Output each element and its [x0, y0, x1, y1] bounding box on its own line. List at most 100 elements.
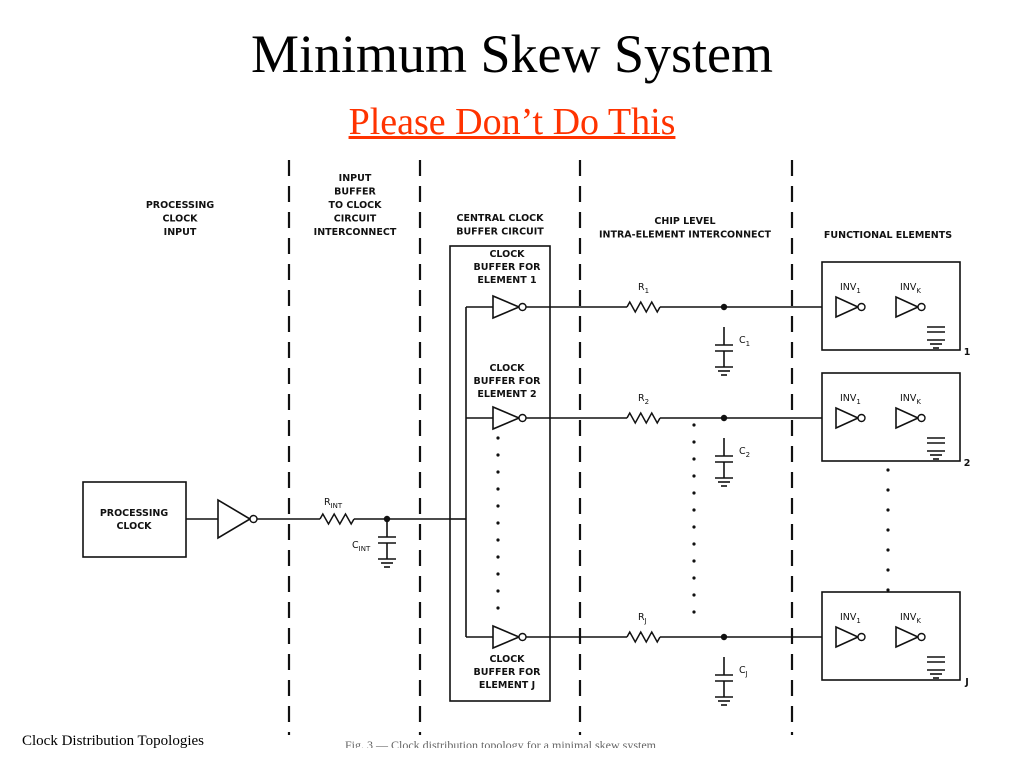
continuation-dot: [496, 521, 500, 525]
clock-buffer-label: ELEMENT 1: [477, 275, 536, 286]
continuation-dot: [496, 572, 500, 576]
element-number: 2: [964, 458, 971, 469]
component-labels: PROCESSING CLOCK RINT CINT CLOCK BUFFER FOR EL…: [100, 249, 970, 691]
section-heading: BUFFER: [334, 187, 376, 198]
continuation-dot: [886, 568, 890, 572]
branch-capacitor-label: C2: [739, 446, 750, 459]
continuation-dot: [692, 491, 696, 495]
inv-k: [895, 295, 920, 319]
section-heading: FUNCTIONAL ELEMENTS: [824, 230, 952, 241]
section-heading: CENTRAL CLOCK: [456, 213, 544, 224]
continuation-dot: [886, 468, 890, 472]
continuation-dot: [886, 528, 890, 532]
branch-capacitor-label: C1: [739, 335, 750, 348]
inverter-bubble: [249, 514, 258, 524]
continuation-dot: [692, 610, 696, 614]
inv-k-label: INVK: [900, 393, 921, 406]
clock-buffer-label: ELEMENT 2: [477, 389, 536, 400]
inverter-bubble: [518, 413, 527, 423]
clock-buffer-label: BUFFER FOR: [474, 667, 542, 678]
clock-buffer: [492, 624, 522, 650]
clock-buffer-label: BUFFER FOR: [474, 376, 542, 387]
section-heading: BUFFER CIRCUIT: [456, 227, 544, 238]
clock-buffer: [492, 405, 522, 431]
inv-k-label: INVK: [900, 612, 921, 625]
inv-1-label: INV1: [840, 393, 861, 406]
processing-clock-label: CLOCK: [116, 521, 152, 532]
inverter-bubble: [917, 413, 926, 423]
continuation-dot: [496, 555, 500, 559]
branch-capacitor-label: CJ: [739, 665, 748, 678]
section-heading: TO CLOCK: [329, 200, 383, 211]
clock-buffer-label: ELEMENT J: [479, 680, 535, 691]
continuation-dot: [496, 606, 500, 610]
processing-clock-box: [82, 481, 187, 558]
inv-k-label: INVK: [900, 282, 921, 295]
branch-resistor-label: RJ: [638, 612, 647, 625]
components: [82, 245, 961, 706]
section-dividers: [287, 160, 794, 735]
continuation-dot: [692, 474, 696, 478]
processing-clock-label: PROCESSING: [100, 508, 169, 519]
section-heading: CLOCK: [162, 214, 198, 225]
continuation-dot: [886, 508, 890, 512]
continuation-dot: [496, 504, 500, 508]
continuation-dot: [692, 559, 696, 563]
inv-k: [895, 406, 920, 430]
r-int-label: RINT: [324, 497, 343, 510]
clock-buffer-label: CLOCK: [489, 249, 525, 260]
clock-buffer: [492, 294, 522, 320]
continuation-dot: [692, 440, 696, 444]
section-heading: PROCESSING: [146, 200, 215, 211]
section-heading: INTERCONNECT: [314, 227, 397, 238]
slide-title: Minimum Skew System: [250, 24, 774, 84]
continuation-dot: [692, 576, 696, 580]
section-heading: INPUT: [164, 227, 197, 238]
continuation-dot: [496, 538, 500, 542]
junction-dot: [720, 303, 728, 311]
branch-resistor: [626, 411, 661, 425]
continuation-dot: [886, 588, 890, 592]
central-buffer-box: [449, 245, 551, 702]
c-int-label: CINT: [352, 540, 371, 553]
inv-1: [835, 625, 860, 649]
section-heading: INTRA-ELEMENT INTERCONNECT: [599, 230, 771, 241]
branch-resistor: [626, 630, 661, 644]
section-heading: CIRCUIT: [334, 214, 377, 225]
slide-subtitle: Please Don’t Do This: [348, 101, 676, 143]
continuation-dot: [692, 457, 696, 461]
continuation-dot: [692, 542, 696, 546]
inv-1-label: INV1: [840, 282, 861, 295]
junction-dot: [720, 633, 728, 641]
inverter-bubble: [518, 302, 527, 312]
inverter-bubble: [857, 632, 866, 642]
branch-resistor-label: R1: [638, 282, 649, 295]
continuation-dot: [692, 423, 696, 427]
inv-1: [835, 295, 860, 319]
inverter-bubble: [857, 302, 866, 312]
input-buffer: [217, 498, 252, 540]
continuation-dot: [496, 453, 500, 457]
continuation-dot: [496, 436, 500, 440]
r-int-resistor: [319, 512, 355, 526]
inv-1: [835, 406, 860, 430]
continuation-dot: [496, 589, 500, 593]
section-heading: CHIP LEVEL: [654, 216, 715, 227]
continuation-dot: [692, 508, 696, 512]
continuation-dot: [886, 548, 890, 552]
section-heading: INPUT: [339, 173, 372, 184]
continuation-dot: [496, 487, 500, 491]
inverter-bubble: [917, 302, 926, 312]
continuation-dot: [886, 488, 890, 492]
footer-label: Clock Distribution Topologies: [22, 733, 205, 749]
element-number: 1: [964, 347, 971, 358]
footer-caption: Fig. 3 — Clock distribution topology for…: [345, 738, 656, 748]
inv-1-label: INV1: [840, 612, 861, 625]
continuation-dot: [496, 470, 500, 474]
clock-buffer-label: CLOCK: [489, 654, 525, 665]
clock-buffer-label: CLOCK: [489, 363, 525, 374]
inv-k: [895, 625, 920, 649]
branch-resistor-label: R2: [638, 393, 649, 406]
section-headings: PROCESSING CLOCK INPUT INPUT BUFFER TO CLOCK C…: [146, 173, 952, 241]
